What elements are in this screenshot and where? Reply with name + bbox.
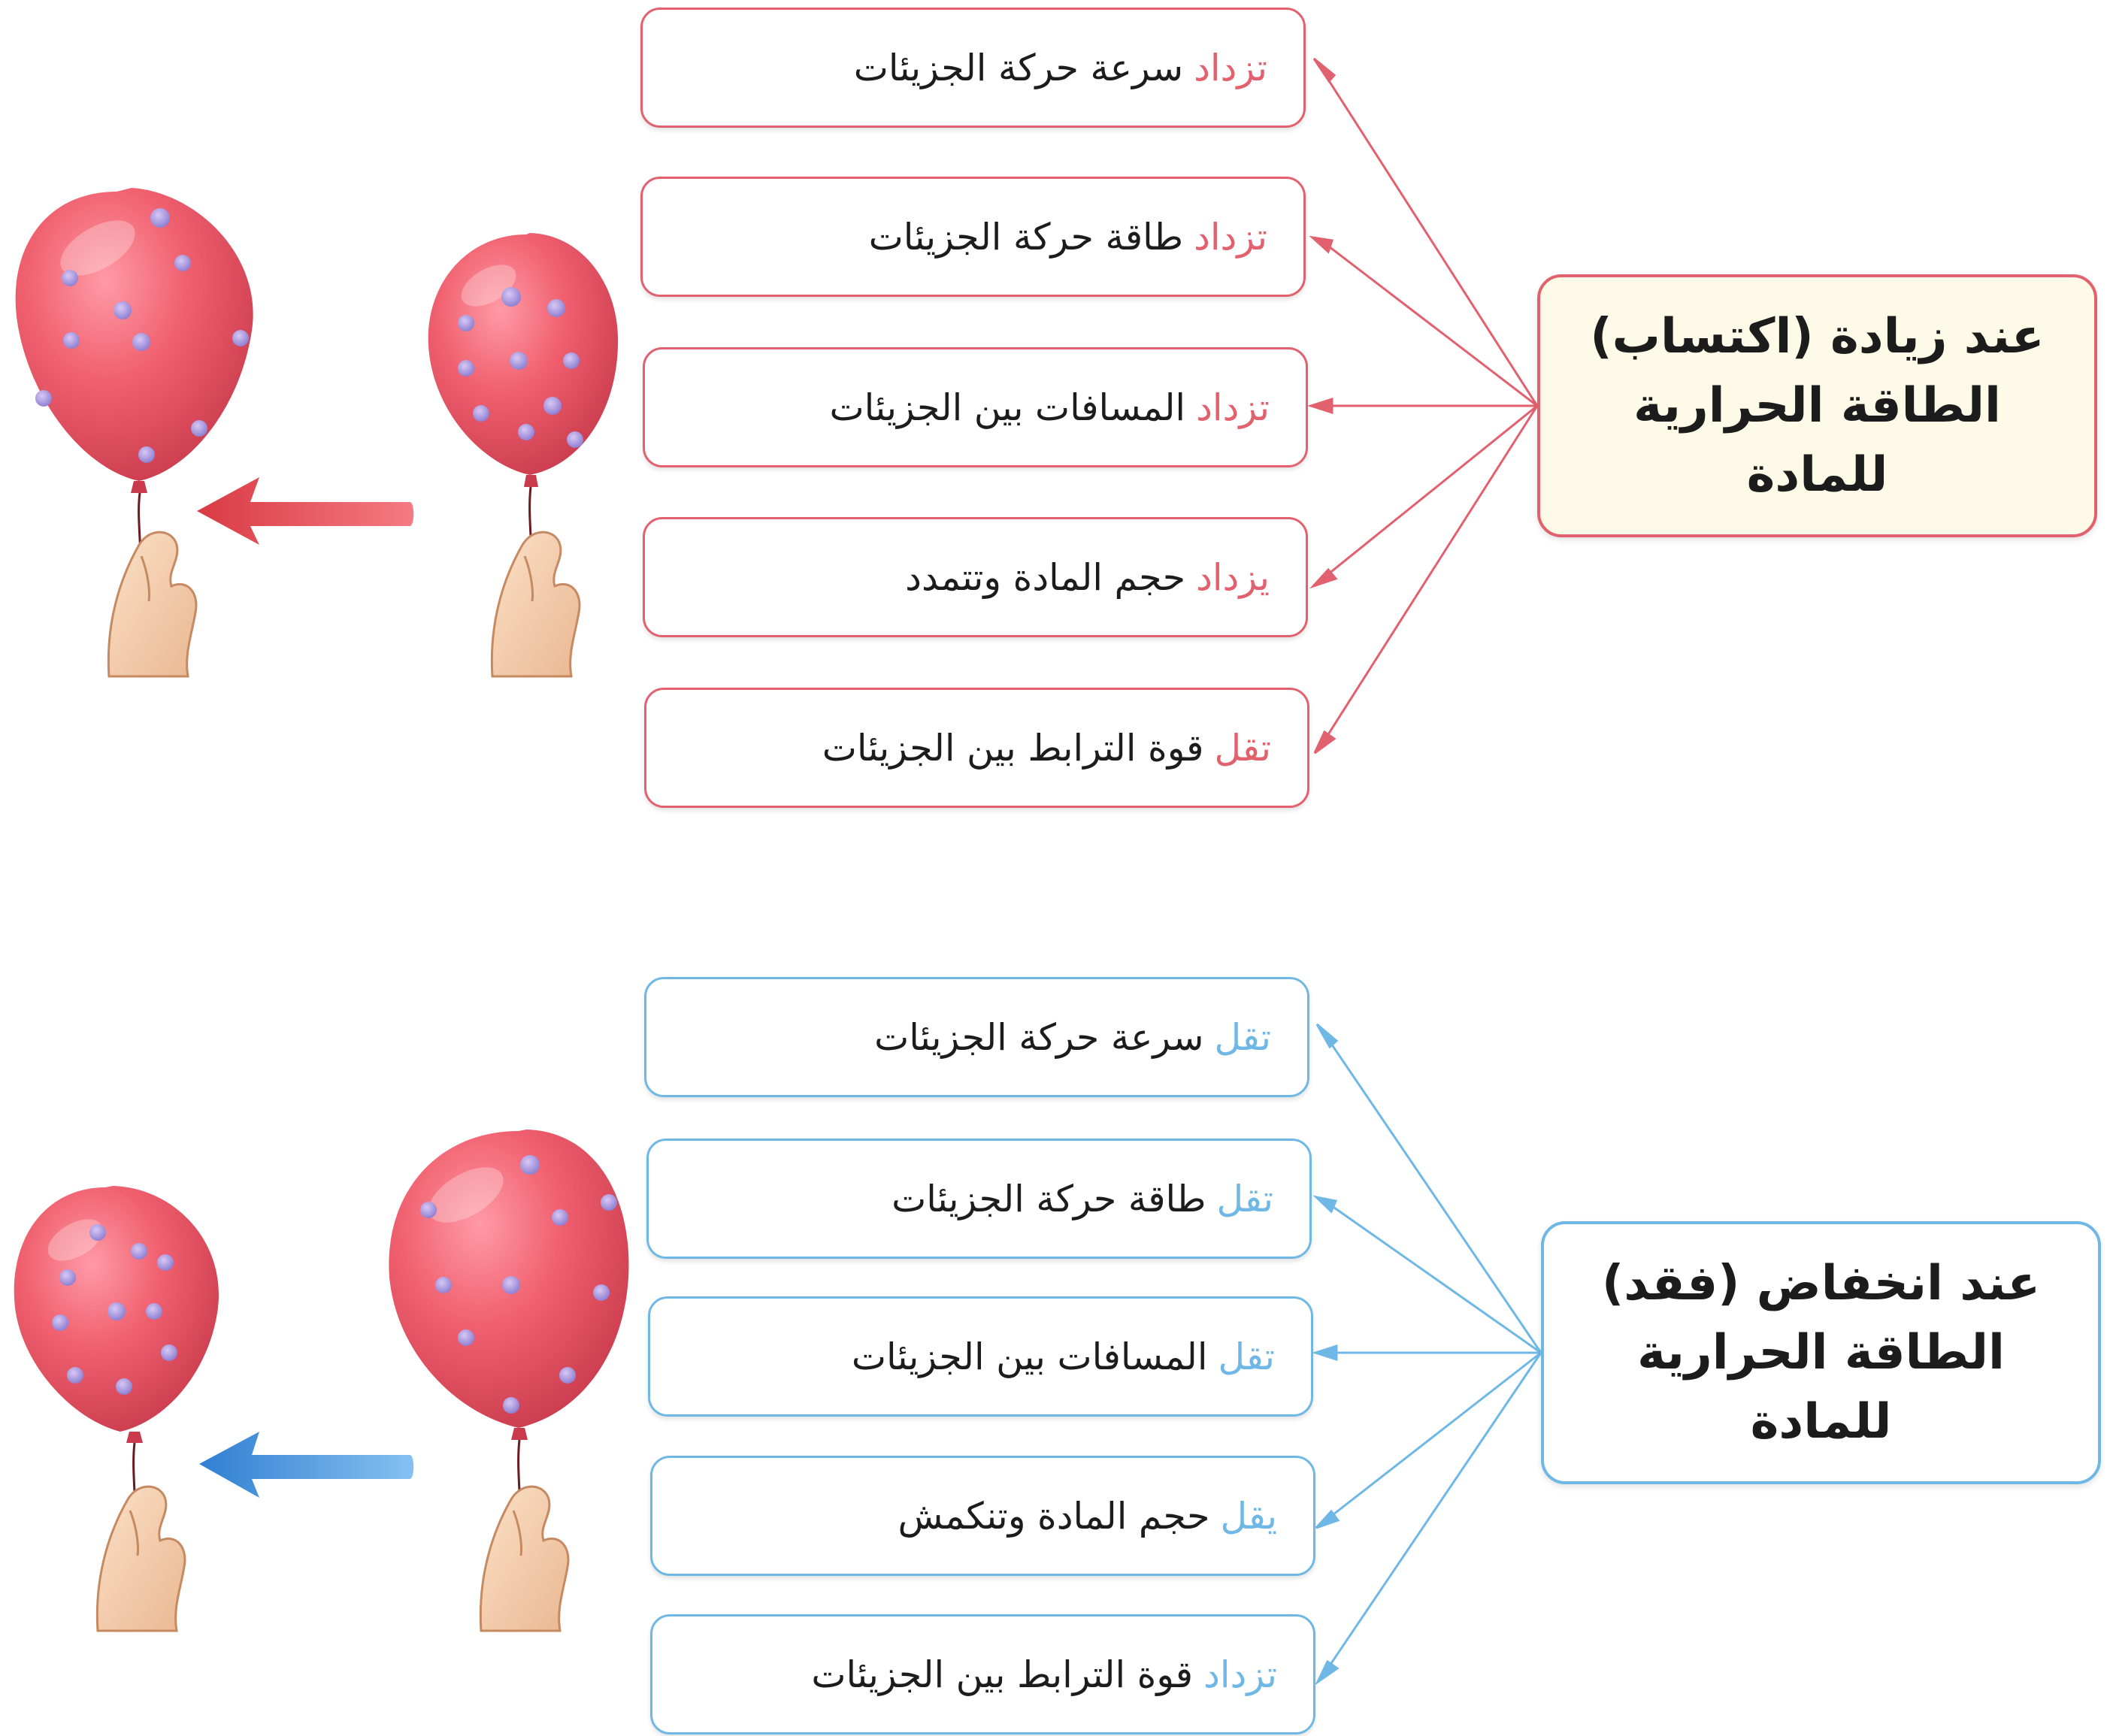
heat-gain-effect-4: يزداد حجم المادة وتتمدد — [643, 517, 1308, 637]
heat-loss-effect-4: يقل حجم المادة وتنكمش — [650, 1456, 1315, 1576]
small-balloon-loss — [14, 1186, 219, 1632]
large-balloon-loss — [389, 1130, 629, 1632]
effect-text: حجم المادة وتتمدد — [905, 555, 1186, 599]
heat-loss-hub-line-3: للمادة — [1750, 1394, 1892, 1450]
heat-loss-hub: عند انخفاض (فقد) الطاقة الحرارية للمادة — [1541, 1221, 2101, 1484]
effect-text: سرعة حركة الجزيئات — [853, 46, 1184, 89]
heat-loss-effect-1: تقل سرعة حركة الجزيئات — [644, 977, 1309, 1097]
heat-loss-effect-5: تزداد قوة الترابط بين الجزيئات — [650, 1614, 1315, 1734]
large-balloon-gain — [15, 188, 253, 677]
effect-verb: يزداد — [1196, 555, 1270, 599]
effect-text: طاقة حركة الجزيئات — [892, 1177, 1206, 1220]
effect-text: قوة الترابط بين الجزيئات — [822, 726, 1204, 770]
effect-text: المسافات بين الجزيئات — [829, 386, 1186, 429]
effect-verb: تزداد — [1203, 1653, 1277, 1696]
heat-gain-hub-line-1: عند زيادة (اكتساب) — [1590, 309, 2045, 364]
effect-verb: تزداد — [1194, 46, 1267, 89]
effect-verb: يقل — [1220, 1494, 1277, 1538]
effect-verb: تزداد — [1194, 215, 1267, 259]
heat-gain-effect-3: تزداد المسافات بين الجزيئات — [643, 347, 1308, 467]
heat-gain-effect-1: تزداد سرعة حركة الجزيئات — [640, 8, 1306, 128]
heat-loss-hub-line-2: الطاقة الحرارية — [1637, 1325, 2005, 1381]
heat-gain-effect-5: تقل قوة الترابط بين الجزيئات — [644, 688, 1309, 808]
effect-text: المسافات بين الجزيئات — [851, 1335, 1208, 1378]
hand-gain-right — [490, 531, 581, 678]
heat-gain-hub-line-2: الطاقة الحرارية — [1633, 378, 2001, 434]
loss-connectors — [1312, 1023, 1542, 1686]
gain-connectors — [1307, 57, 1539, 755]
effect-text: طاقة حركة الجزيئات — [868, 215, 1184, 259]
effect-verb: تقل — [1214, 726, 1271, 770]
hand-loss-left — [95, 1485, 186, 1632]
heat-loss-hub-line-1: عند انخفاض (فقد) — [1601, 1256, 2041, 1311]
effect-verb: تقل — [1216, 1177, 1273, 1220]
effect-verb: تزداد — [1196, 386, 1270, 429]
heat-gain-hub-line-3: للمادة — [1746, 447, 1888, 503]
red-arrow — [197, 477, 414, 545]
hand-loss-right — [479, 1485, 570, 1632]
effect-verb: تقل — [1218, 1335, 1275, 1378]
hand-gain-left — [107, 531, 198, 678]
effect-verb: تقل — [1214, 1015, 1271, 1059]
heat-gain-hub: عند زيادة (اكتساب) الطاقة الحرارية للماد… — [1537, 274, 2097, 537]
effect-text: قوة الترابط بين الجزيئات — [811, 1653, 1194, 1696]
heat-loss-effect-2: تقل طاقة حركة الجزيئات — [646, 1139, 1312, 1259]
heat-gain-effect-2: تزداد طاقة حركة الجزيئات — [640, 177, 1306, 297]
effect-text: حجم المادة وتنكمش — [898, 1494, 1210, 1538]
small-balloon-gain — [428, 233, 619, 677]
blue-arrow — [199, 1432, 414, 1498]
effect-text: سرعة حركة الجزيئات — [874, 1015, 1204, 1059]
heat-loss-effect-3: تقل المسافات بين الجزيئات — [648, 1296, 1313, 1417]
